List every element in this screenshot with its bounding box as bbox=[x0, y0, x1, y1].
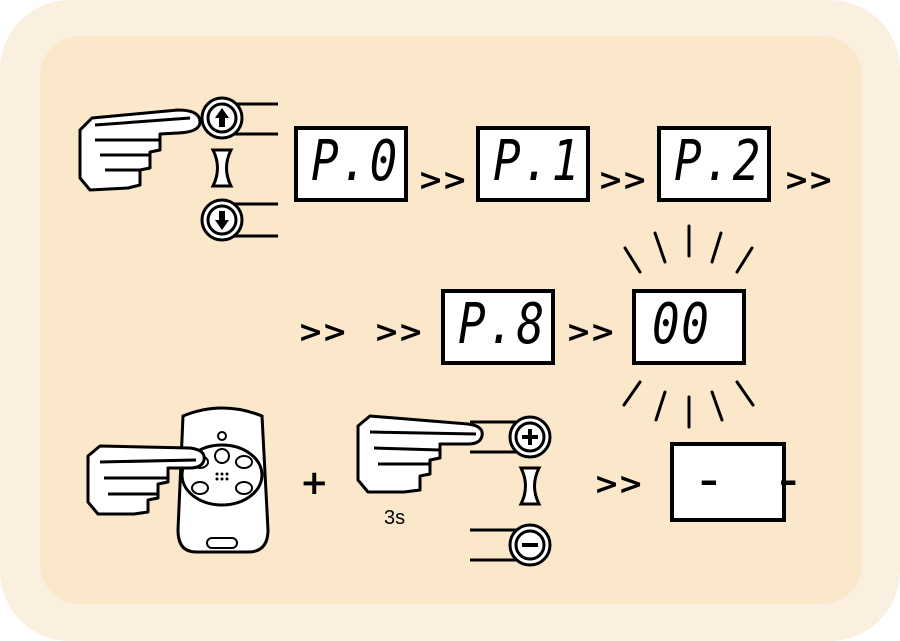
up-button-icon bbox=[200, 96, 278, 140]
down-button-icon bbox=[200, 198, 278, 242]
separator-arrows-3: >> bbox=[784, 163, 833, 198]
hand-icon-2 bbox=[86, 444, 206, 516]
lcd-text-result: - - bbox=[692, 447, 812, 512]
lcd-box-p0 bbox=[294, 126, 408, 202]
hand-icon-3 bbox=[356, 414, 484, 494]
blink-rays-bottom-icon bbox=[622, 380, 755, 429]
remote-control-icon bbox=[176, 406, 270, 554]
lcd-box-value bbox=[632, 289, 746, 365]
lcd-text-p1: P.1 bbox=[493, 129, 581, 194]
lcd-text-p8: P.8 bbox=[458, 292, 546, 357]
lcd-box-p8 bbox=[441, 289, 555, 365]
separator-arrows-5: >> bbox=[594, 467, 643, 502]
press-both-bracket-icon bbox=[210, 148, 234, 188]
lead-arrows-2: >> bbox=[374, 315, 423, 350]
lcd-box-p2 bbox=[657, 126, 771, 202]
lcd-box-p1 bbox=[476, 126, 590, 202]
separator-arrows-2: >> bbox=[598, 163, 647, 198]
blink-rays-top-icon bbox=[623, 224, 754, 274]
lcd-text-p0: P.0 bbox=[311, 129, 399, 194]
press-both-bracket-icon-2 bbox=[518, 466, 542, 506]
lcd-box-result bbox=[670, 442, 786, 522]
lcd-text-value: 00 bbox=[652, 292, 711, 357]
hold-duration-label: 3s bbox=[384, 507, 406, 529]
separator-arrows-1: >> bbox=[418, 163, 467, 198]
lcd-text-p2: P.2 bbox=[674, 129, 762, 194]
separator-arrows-4: >> bbox=[566, 315, 615, 350]
plus-button-icon bbox=[470, 415, 552, 459]
minus-button-icon bbox=[470, 523, 552, 567]
lead-arrows-1: >> bbox=[298, 315, 347, 350]
plus-sign: + bbox=[300, 463, 329, 503]
hand-icon-1 bbox=[78, 108, 202, 192]
